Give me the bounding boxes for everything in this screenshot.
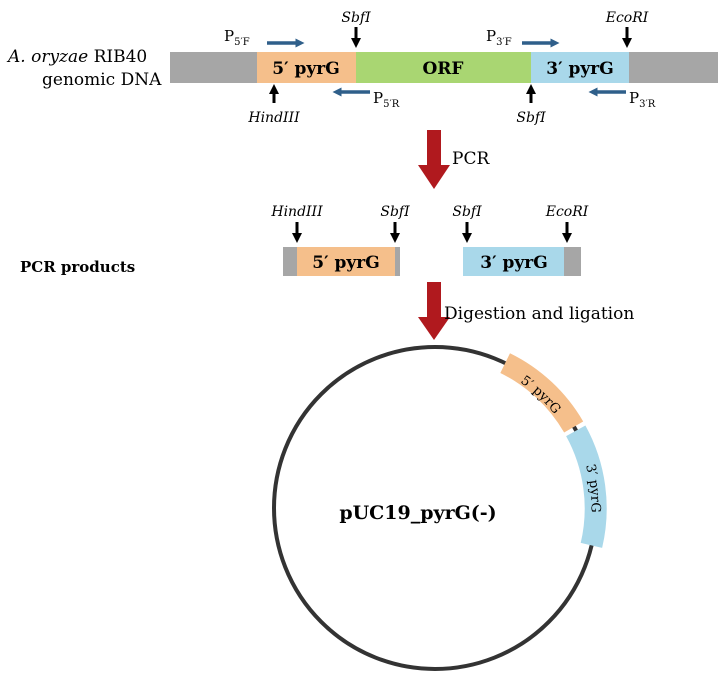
plasmid-insert-three-pyrG — [566, 425, 607, 548]
product1-sbfI-label: SbfI — [380, 204, 410, 220]
product1-hindIII-label: HindIII — [270, 204, 323, 220]
hindIII-site-label-bottom: HindIII — [247, 110, 300, 126]
product1-label: 5′ pyrG — [312, 253, 379, 273]
sbfI-site-label-top: SbfI — [341, 10, 371, 26]
pcr-products-label: PCR products — [20, 258, 135, 276]
primer-3r-label: P3′R — [629, 89, 656, 110]
orf-segment — [356, 52, 531, 83]
sbfI-site-label-bottom: SbfI — [516, 110, 546, 126]
primer-5r-label: P5′R — [373, 89, 400, 110]
primer-5f-label: P5′F — [224, 27, 250, 48]
product2-ecoRI-label: EcoRI — [545, 204, 589, 220]
three-pyrG-label: 3′ pyrG — [546, 59, 613, 79]
plasmid-name: pUC19_pyrG(-) — [339, 502, 496, 524]
plasmid-insert-five-pyrG — [500, 353, 584, 433]
product1-five-pyrG — [297, 247, 395, 276]
digestion-step-label: Digestion and ligation — [444, 304, 634, 324]
genomic-dna-label-line2: genomic DNA — [42, 70, 162, 90]
orf-label: ORF — [422, 59, 463, 79]
five-pyrG-label: 5′ pyrG — [272, 59, 339, 79]
pcr-step-arrow-shaft — [427, 130, 441, 166]
ecoRI-site-label-top: EcoRI — [605, 10, 649, 26]
product2-sbfI-label: SbfI — [452, 204, 482, 220]
digestion-step-arrow-shaft — [427, 282, 441, 318]
product2-label: 3′ pyrG — [480, 253, 547, 273]
product2-three-pyrG — [463, 247, 564, 276]
three-pyrG-segment — [531, 52, 629, 83]
pcr-step-arrow-head — [418, 165, 450, 189]
five-pyrG-segment — [257, 52, 356, 83]
digestion-step-arrow-head — [418, 317, 450, 340]
primer-3f-label: P3′F — [486, 27, 512, 48]
genomic-dna-label: A. oryzae RIB40 — [6, 47, 147, 67]
pcr-step-label: PCR — [452, 149, 490, 169]
